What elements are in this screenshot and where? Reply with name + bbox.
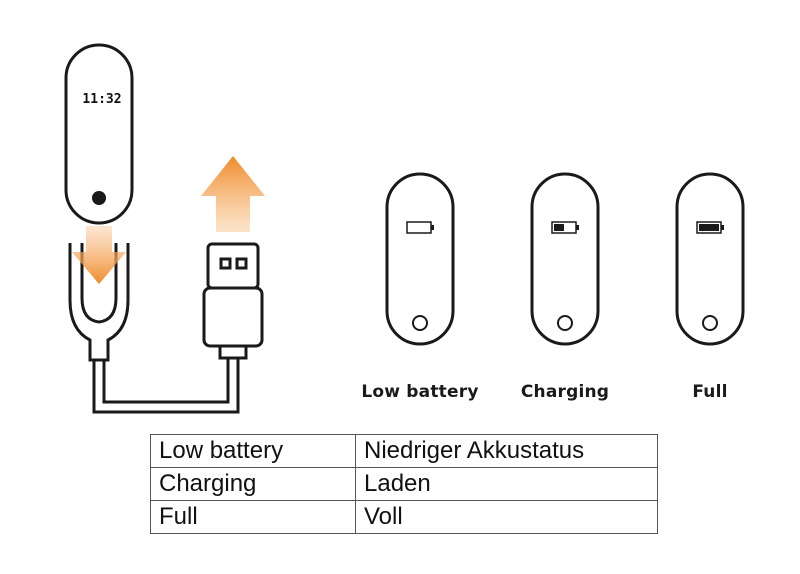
table-cell-english: Charging	[150, 467, 356, 501]
battery-tip	[576, 225, 579, 230]
battery-state-pods	[385, 172, 745, 346]
battery-tip	[431, 225, 434, 230]
table-cell-english: Full	[150, 500, 356, 534]
device-clock: 11:32	[82, 92, 122, 107]
battery-tip	[721, 225, 724, 230]
table-row: Charging Laden	[150, 467, 658, 501]
usb-cable	[92, 357, 240, 414]
table-row: Low battery Niedriger Akkustatus	[150, 434, 658, 468]
state-label-full: Full	[692, 382, 728, 402]
battery-fill	[699, 224, 719, 231]
charging-instructions-illustration: 11:32 Low battery Charging Full	[64, 43, 745, 414]
tracker-pod	[64, 43, 134, 225]
up-arrow-icon	[201, 156, 265, 232]
battery-fill	[554, 224, 564, 231]
table-cell-german: Laden	[355, 467, 658, 501]
battery-icons	[406, 221, 724, 234]
down-arrow-icon	[72, 226, 126, 284]
usb-plug	[202, 242, 264, 360]
table-cell-german: Voll	[355, 500, 658, 534]
table-row: Full Voll	[150, 500, 658, 534]
charging-cradle	[68, 243, 130, 362]
state-label-low-battery: Low battery	[361, 382, 479, 402]
table-cell-german: Niedriger Akkustatus	[355, 434, 658, 468]
battery-icon	[406, 221, 432, 234]
table-cell-english: Low battery	[150, 434, 356, 468]
illustration-drawing	[64, 43, 745, 414]
translation-table: Low battery Niedriger Akkustatus Chargin…	[150, 434, 658, 534]
state-label-charging: Charging	[520, 382, 610, 402]
